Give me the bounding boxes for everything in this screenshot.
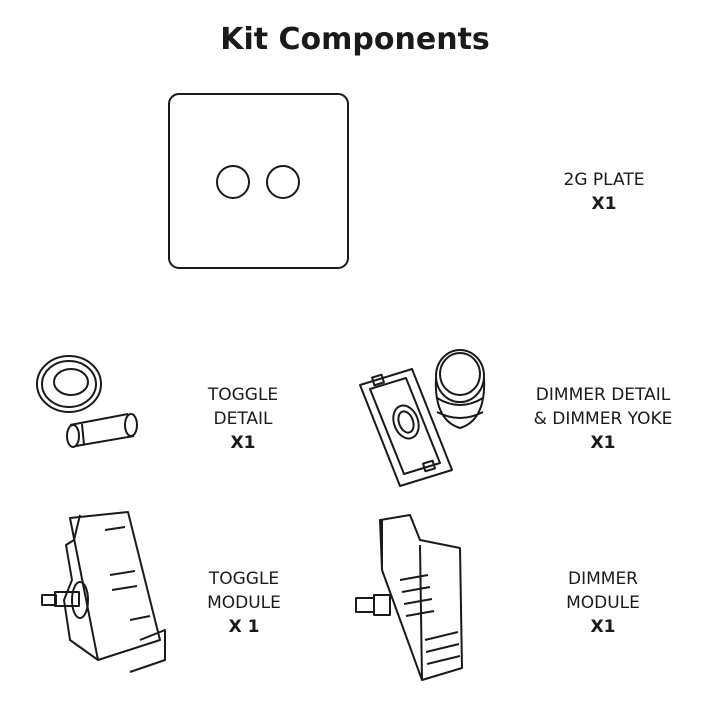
component-quantity: X1 bbox=[230, 433, 256, 453]
component-label-dimmer-detail: DIMMER DETAIL & DIMMER YOKE X1 bbox=[503, 383, 703, 455]
component-label-dimmer-module: DIMMER MODULE X1 bbox=[503, 567, 703, 639]
component-label-toggle-module: TOGGLE MODULE X 1 bbox=[144, 567, 344, 639]
component-label-toggle-detail: TOGGLE DETAIL X1 bbox=[143, 383, 343, 455]
component-label-2g-plate: 2G PLATE X1 bbox=[504, 168, 704, 216]
component-name: MODULE bbox=[207, 593, 281, 613]
component-quantity: X 1 bbox=[228, 617, 260, 637]
component-name: DETAIL bbox=[213, 409, 273, 429]
dimmer-module-illustration bbox=[355, 514, 463, 681]
toggle-detail-illustration bbox=[36, 355, 138, 448]
component-name: TOGGLE bbox=[207, 385, 279, 405]
toggle-module-illustration bbox=[41, 511, 166, 673]
component-name: & DIMMER YOKE bbox=[533, 409, 673, 429]
component-name: TOGGLE bbox=[208, 569, 280, 589]
component-quantity: X1 bbox=[590, 433, 616, 453]
component-name: MODULE bbox=[566, 593, 640, 613]
component-name: DIMMER DETAIL bbox=[535, 385, 671, 405]
component-quantity: X1 bbox=[590, 617, 616, 637]
page-title: Kit Components bbox=[220, 22, 490, 57]
2g-plate-illustration bbox=[168, 93, 349, 269]
dimmer-detail-illustration bbox=[359, 349, 486, 487]
component-quantity: X1 bbox=[591, 194, 617, 214]
component-name: DIMMER bbox=[568, 569, 638, 589]
component-name: 2G PLATE bbox=[563, 170, 645, 190]
